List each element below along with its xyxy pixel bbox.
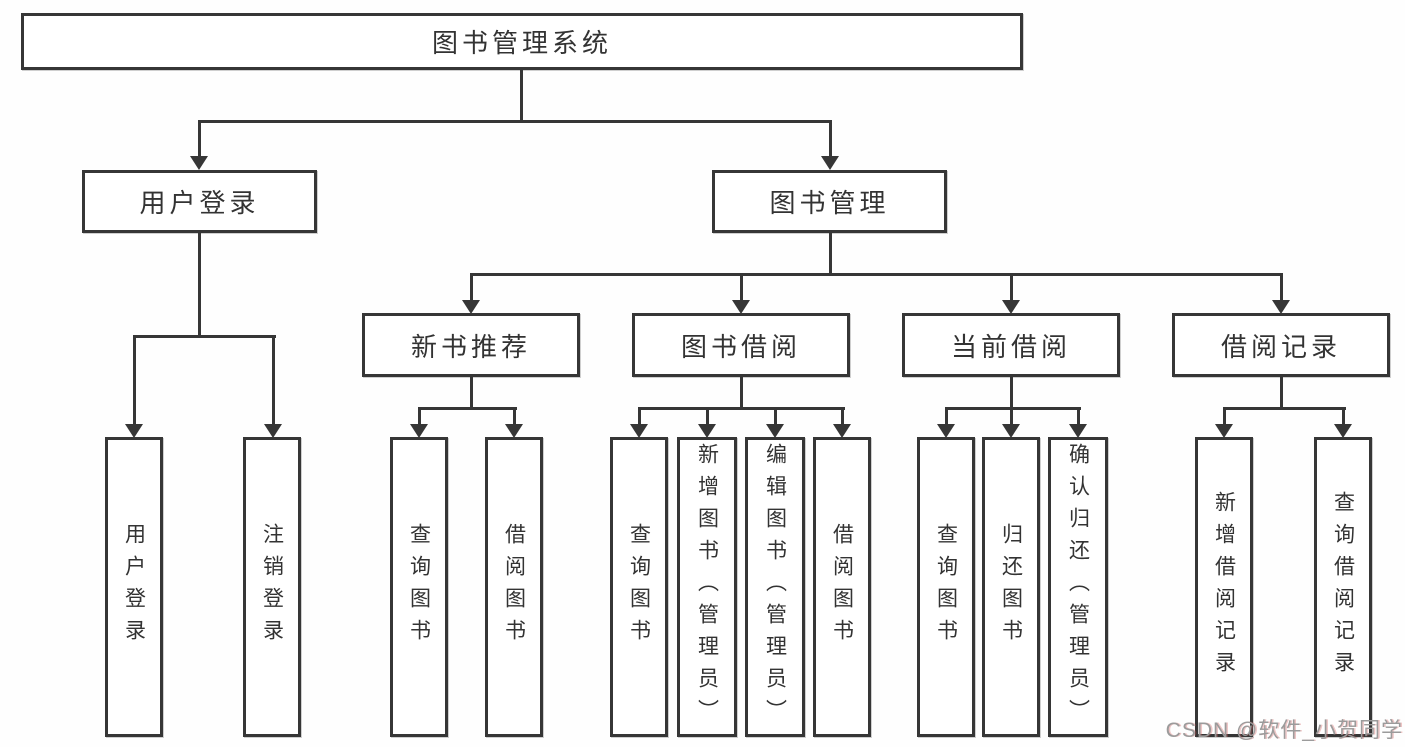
- node-label: 图书管理系统: [431, 28, 612, 58]
- leaf-label: 注销登录: [260, 523, 284, 651]
- connector-arrow-icon: [125, 335, 143, 438]
- connector-arrow-icon: [190, 120, 208, 170]
- connector-line: [418, 407, 517, 410]
- leaf-user-login: 用户登录: [105, 437, 163, 737]
- connector-arrow-icon: [462, 273, 480, 314]
- connector-arrow-icon: [1069, 407, 1087, 438]
- node-label: 图书借阅: [680, 331, 801, 362]
- connector-arrow-icon: [505, 407, 523, 438]
- node-book-management: 图书管理: [712, 170, 947, 233]
- leaf-query-books-recommend: 查询图书: [390, 437, 448, 737]
- node-user-login: 用户登录: [82, 170, 317, 233]
- connector-line: [470, 273, 1283, 276]
- leaf-add-book-admin: 新增图书（管理员）: [677, 437, 737, 737]
- leaf-add-borrow-record: 新增借阅记录: [1195, 437, 1253, 737]
- leaf-label: 归还图书: [999, 523, 1023, 651]
- leaf-edit-book-admin: 编辑图书（管理员）: [745, 437, 805, 737]
- connector-arrow-icon: [937, 407, 955, 438]
- connector-arrow-icon: [833, 407, 851, 438]
- connector-line: [198, 120, 832, 123]
- connector-arrow-icon: [1334, 407, 1352, 438]
- leaf-borrow-books-recommend: 借阅图书: [485, 437, 543, 737]
- connector-arrow-icon: [732, 273, 750, 314]
- leaf-label: 查询借阅记录: [1331, 491, 1355, 683]
- connector-line: [198, 233, 201, 338]
- connector-line: [945, 407, 1081, 410]
- leaf-label: 编辑图书（管理员）: [763, 443, 787, 731]
- leaf-query-books-borrowing: 查询图书: [610, 437, 668, 737]
- leaf-label: 借阅图书: [830, 523, 854, 651]
- node-label: 当前借阅: [950, 331, 1071, 362]
- connector-line: [1280, 377, 1283, 410]
- leaf-label: 借阅图书: [502, 523, 526, 651]
- connector-arrow-icon: [1272, 273, 1290, 314]
- leaf-label: 查询图书: [407, 523, 431, 651]
- connector-arrow-icon: [264, 335, 282, 438]
- connector-arrow-icon: [410, 407, 428, 438]
- connector-arrow-icon: [1215, 407, 1233, 438]
- connector-line: [520, 70, 523, 123]
- connector-line: [638, 407, 845, 410]
- node-current-borrowing: 当前借阅: [902, 313, 1120, 377]
- connector-line: [1223, 407, 1346, 410]
- leaf-logout: 注销登录: [243, 437, 301, 737]
- node-library-management-system: 图书管理系统: [21, 13, 1023, 70]
- connector-line: [133, 335, 276, 338]
- csdn-watermark: CSDN @软件_小贺同学: [1165, 719, 1403, 742]
- node-book-borrowing: 图书借阅: [632, 313, 850, 377]
- node-new-book-recommendation: 新书推荐: [362, 313, 580, 377]
- leaf-label: 查询图书: [627, 523, 651, 651]
- leaf-confirm-return-admin: 确认归还（管理员）: [1048, 437, 1108, 737]
- connector-line: [740, 377, 743, 410]
- connector-arrow-icon: [1002, 273, 1020, 314]
- node-label: 借阅记录: [1220, 331, 1341, 362]
- leaf-query-borrow-record: 查询借阅记录: [1314, 437, 1372, 737]
- node-label: 新书推荐: [410, 331, 531, 362]
- leaf-label: 确认归还（管理员）: [1066, 443, 1090, 731]
- connector-arrow-icon: [1002, 407, 1020, 438]
- connector-line: [470, 377, 473, 410]
- node-label: 用户登录: [139, 188, 260, 218]
- connector-arrow-icon: [698, 407, 716, 438]
- leaf-label: 用户登录: [122, 523, 146, 651]
- leaf-label: 新增图书（管理员）: [695, 443, 719, 731]
- connector-line: [829, 233, 832, 276]
- leaf-query-books-current: 查询图书: [917, 437, 975, 737]
- connector-arrow-icon: [630, 407, 648, 438]
- leaf-label: 查询图书: [934, 523, 958, 651]
- leaf-borrow-books-borrowing: 借阅图书: [813, 437, 871, 737]
- node-borrowing-records: 借阅记录: [1172, 313, 1390, 377]
- node-label: 图书管理: [769, 188, 890, 218]
- connector-line: [1010, 377, 1013, 410]
- leaf-return-books: 归还图书: [982, 437, 1040, 737]
- leaf-label: 新增借阅记录: [1212, 491, 1236, 683]
- connector-arrow-icon: [766, 407, 784, 438]
- connector-arrow-icon: [821, 120, 839, 170]
